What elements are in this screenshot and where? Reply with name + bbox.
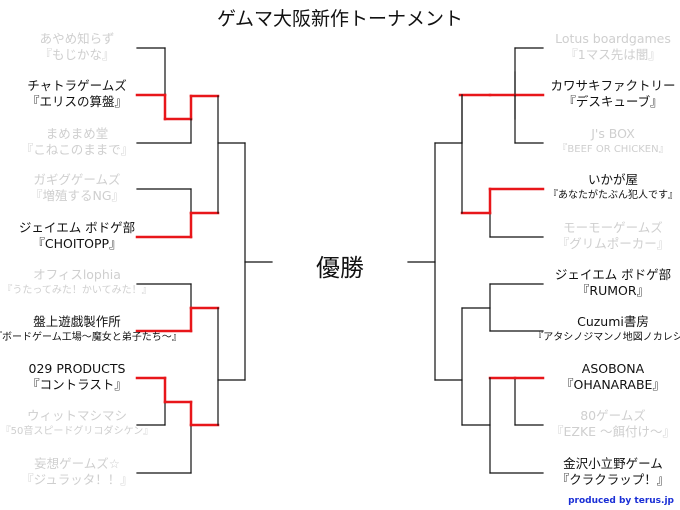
game-title: 『50音スピードグリコダシケン』 — [0, 426, 154, 437]
left-team-6: オフィスlophia 『うたってみた！かいてみた！』 — [0, 267, 162, 299]
game-title: 『エリスの算盤』 — [26, 94, 127, 109]
team-name: J's BOX — [591, 126, 635, 141]
game-title: 『クラクラップ！』 — [556, 472, 670, 487]
credit-text: produced by terus.jp — [568, 496, 674, 506]
right-team-3: J's BOX 『BEEF OR CHICKEN』 — [528, 126, 680, 158]
team-name: あやめ知らず — [39, 31, 115, 46]
team-name: カワサキファクトリー — [550, 78, 676, 93]
game-title: 『もじかな』 — [39, 47, 115, 62]
champion-label: 優勝 — [316, 254, 364, 282]
page-title: ゲムマ大阪新作トーナメント — [216, 8, 464, 30]
team-name: チャトラゲームズ — [27, 78, 127, 93]
right-team-6: ジェイエム ボドゲ部『RUMOR』 — [528, 267, 680, 299]
game-title: 『増殖するNG』 — [29, 188, 125, 203]
team-name: 80ゲームズ — [580, 408, 646, 423]
game-title: 『OHANARABE』 — [561, 377, 665, 392]
game-title: 『うたってみた！かいてみた！』 — [2, 285, 152, 296]
game-title: 『EZKE 〜餌付け〜』 — [550, 424, 676, 439]
game-title: 『こねこのままで』 — [20, 142, 134, 157]
right-team-8: ASOBONA『OHANARABE』 — [528, 361, 680, 393]
left-team-8: 029 PRODUCTS『コントラスト』 — [0, 361, 162, 393]
team-name: Lotus boardgames — [555, 31, 671, 46]
right-team-9: 80ゲームズ『EZKE 〜餌付け〜』 — [528, 408, 680, 440]
right-team-2: カワサキファクトリー『デスキューブ』 — [528, 78, 680, 110]
right-team-10: 金沢小立野ゲーム『クラクラップ！』 — [528, 456, 680, 488]
game-title: 『RUMOR』 — [576, 283, 650, 298]
left-team-7: 盤上遊戯製作所『ボードゲーム工場〜魔女と弟子たち〜』 — [0, 314, 182, 346]
right-team-1: Lotus boardgames『1マス先は闇』 — [528, 31, 680, 63]
left-team-2: チャトラゲームズ『エリスの算盤』 — [0, 78, 162, 110]
left-team-4: ガギグゲームズ『増殖するNG』 — [0, 172, 162, 204]
team-name: モーモーゲームズ — [563, 220, 663, 235]
game-title: 『コントラスト』 — [27, 377, 127, 392]
game-title: 『ボードゲーム工場〜魔女と弟子たち〜』 — [0, 332, 182, 343]
left-team-3: まめまめ堂『こねこのままで』 — [0, 126, 162, 158]
game-title: 『あなたがたぶん犯人です』 — [548, 190, 678, 201]
right-team-7: Cuzumi書房『アタシノジマンノ地図ノカレシ』 — [528, 314, 680, 346]
game-title: 『CHOITOPP』 — [32, 236, 122, 251]
right-team-5: モーモーゲームズ『グリムポーカー』 — [528, 220, 680, 252]
team-name: 029 PRODUCTS — [28, 361, 126, 376]
team-name: ウィットマシマシ — [26, 408, 127, 423]
game-title: 『グリムポーカー』 — [556, 236, 670, 251]
left-team-10: 妄想ゲームズ☆『ジュラッタ！！』 — [0, 456, 162, 488]
team-name: いかが屋 — [587, 172, 638, 187]
team-name: ガギグゲームズ — [33, 172, 121, 187]
game-title: 『1マス先は闇』 — [565, 47, 661, 62]
left-team-1: あやめ知らず『もじかな』 — [0, 31, 162, 63]
team-name: まめまめ堂 — [45, 126, 109, 141]
team-name: 盤上遊戯製作所 — [33, 314, 121, 329]
right-team-4: いかが屋『あなたがたぶん犯人です』 — [528, 172, 680, 204]
team-name: Cuzumi書房 — [577, 314, 649, 329]
left-team-9: ウィットマシマシ『50音スピードグリコダシケン』 — [0, 408, 162, 440]
game-title: 『アタシノジマンノ地図ノカレシ』 — [533, 332, 680, 343]
left-team-5: ジェイエム ボドゲ部『CHOITOPP』 — [0, 220, 162, 252]
game-title: 『BEEF OR CHICKEN』 — [557, 144, 669, 155]
game-title: 『デスキューブ』 — [563, 94, 663, 109]
team-name: オフィスlophia — [33, 267, 121, 282]
team-name: ジェイエム ボドゲ部 — [18, 220, 136, 235]
team-name: 妄想ゲームズ☆ — [34, 456, 120, 471]
team-name: 金沢小立野ゲーム — [563, 456, 663, 471]
team-name: ジェイエム ボドゲ部 — [554, 267, 672, 282]
team-name: ASOBONA — [581, 361, 645, 376]
game-title: 『ジュラッタ！！』 — [21, 472, 133, 487]
